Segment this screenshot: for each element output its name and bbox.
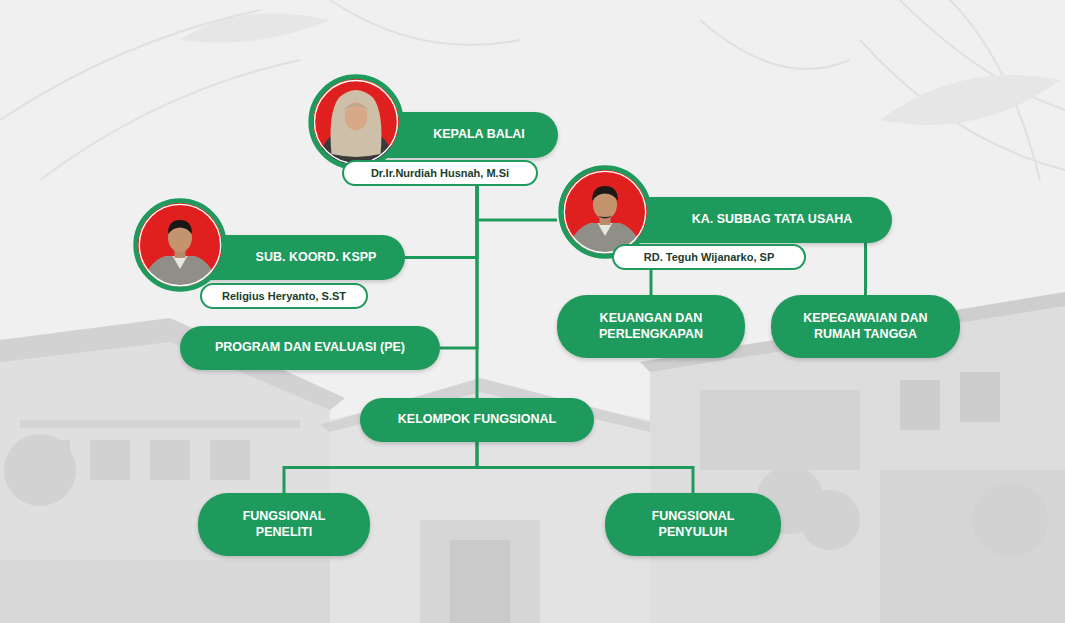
org-unit-box: KEPEGAWAIAN DAN RUMAH TANGGA bbox=[771, 295, 960, 358]
person-name: Dr.Ir.Nurdiah Husnah, M.Si bbox=[371, 167, 509, 179]
person-name: RD. Teguh Wijanarko, SP bbox=[644, 251, 775, 263]
unit-title: FUNGSIONAL PENELITI bbox=[218, 509, 350, 540]
person-name: Religius Heryanto, S.ST bbox=[222, 290, 346, 302]
unit-title: KEPALA BALAI bbox=[433, 127, 525, 143]
unit-title: KEPEGAWAIAN DAN RUMAH TANGGA bbox=[789, 311, 942, 342]
org-unit-box: KELOMPOK FUNGSIONAL bbox=[360, 398, 594, 442]
org-connector bbox=[864, 243, 867, 295]
org-connector bbox=[476, 186, 479, 398]
org-unit-box: FUNGSIONAL PENELITI bbox=[198, 493, 370, 556]
org-unit-box: KEPALA BALAIDr.Ir.Nurdiah Husnah, M.Si bbox=[360, 112, 558, 158]
name-pill: Dr.Ir.Nurdiah Husnah, M.Si bbox=[342, 160, 538, 186]
unit-title: KELOMPOK FUNGSIONAL bbox=[398, 412, 556, 428]
portrait-photo bbox=[306, 72, 406, 172]
name-pill: RD. Teguh Wijanarko, SP bbox=[612, 244, 806, 270]
org-connector bbox=[405, 186, 477, 258]
unit-title: SUB. KOORD. KSPP bbox=[256, 250, 377, 266]
unit-title: FUNGSIONAL PENYULUH bbox=[625, 509, 761, 540]
org-connector bbox=[650, 270, 653, 295]
unit-title: PROGRAM DAN EVALUASI (PE) bbox=[215, 340, 405, 356]
org-unit-box: PROGRAM DAN EVALUASI (PE) bbox=[180, 326, 440, 370]
unit-title: KEUANGAN DAN PERLENGKAPAN bbox=[575, 311, 727, 342]
org-connector bbox=[477, 442, 693, 493]
org-unit-box: KEUANGAN DAN PERLENGKAPAN bbox=[557, 295, 745, 358]
org-connector bbox=[440, 186, 477, 348]
org-unit-box: FUNGSIONAL PENYULUH bbox=[605, 493, 781, 556]
org-connector bbox=[284, 442, 477, 493]
org-connector bbox=[477, 186, 557, 220]
org-unit-box: KA. SUBBAG TATA USAHARD. Teguh Wijanarko… bbox=[610, 197, 892, 243]
unit-title: KA. SUBBAG TATA USAHA bbox=[692, 212, 853, 228]
org-unit-box: SUB. KOORD. KSPPReligius Heryanto, S.ST bbox=[185, 235, 405, 280]
portrait-photo bbox=[131, 196, 229, 294]
name-pill: Religius Heryanto, S.ST bbox=[200, 283, 368, 309]
